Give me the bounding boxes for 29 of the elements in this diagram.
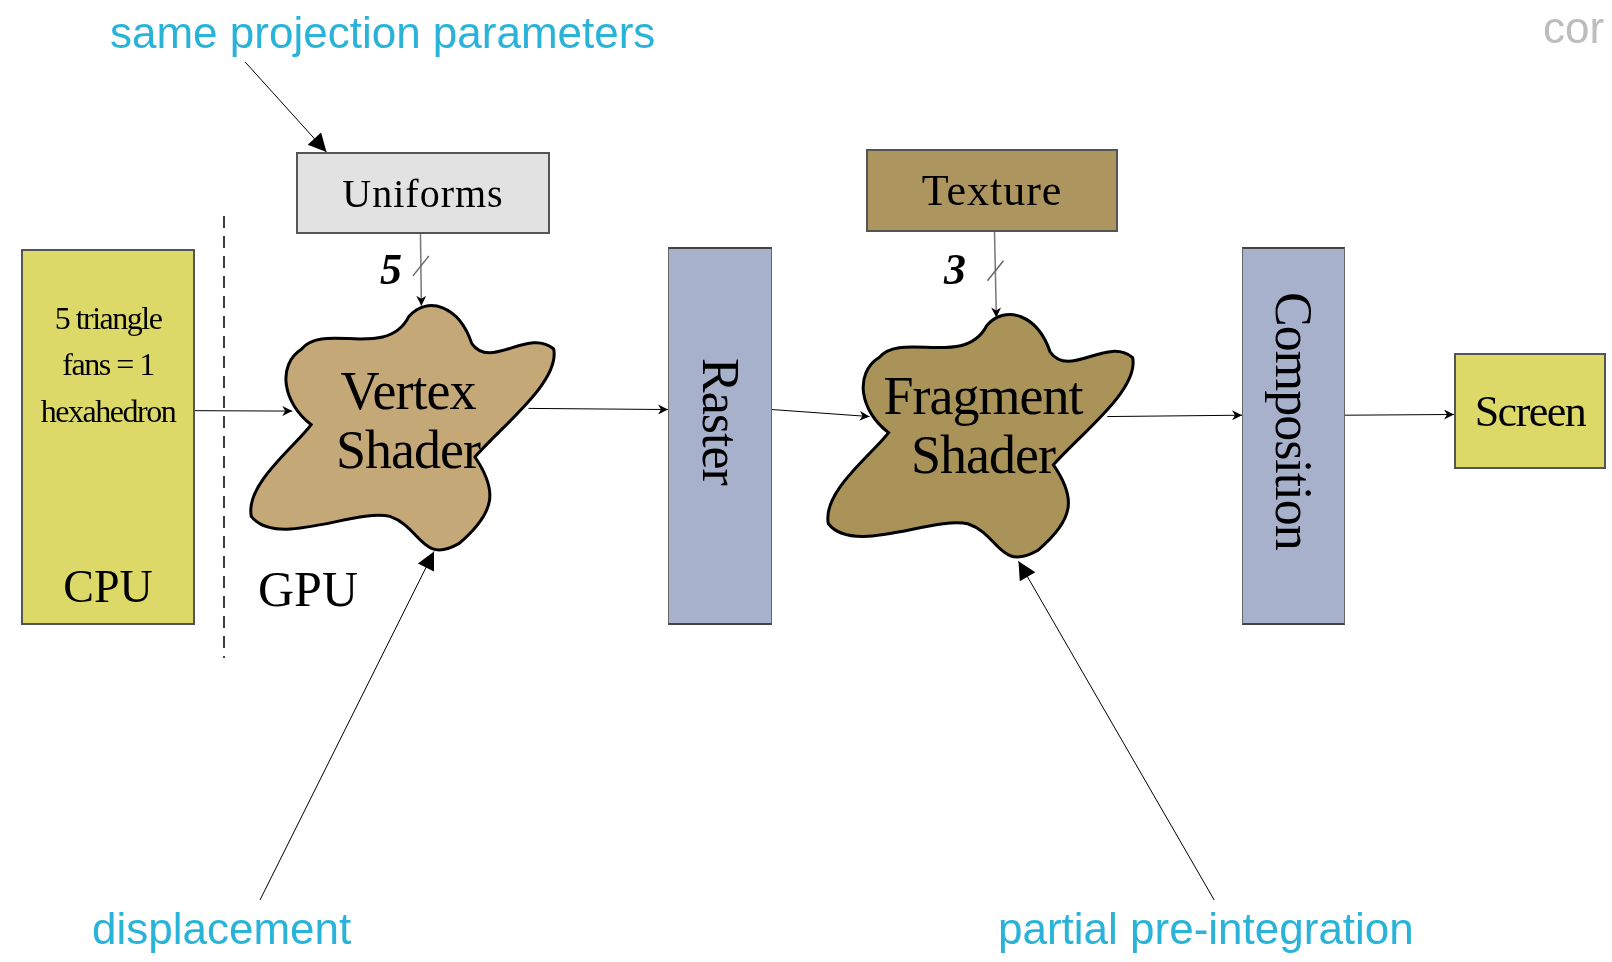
annotation-text: displacement: [92, 904, 352, 954]
arrow: [194, 406, 293, 417]
process-box: [866, 149, 1118, 232]
stage-bar: [668, 247, 772, 625]
leader-arrow: [244, 61, 327, 153]
arrow: [416, 233, 427, 307]
node-text: Fragment Shader: [882, 367, 1085, 486]
arrow: [528, 404, 669, 415]
cpu-box: [21, 249, 195, 625]
node-text: Composition: [1264, 292, 1323, 550]
annotation-text: same projection parameters: [110, 8, 656, 58]
node-text: 5 triangle fans = 1 hexahedron: [39, 299, 177, 431]
leader-arrow: [1018, 560, 1215, 901]
leader-arrow: [259, 551, 435, 901]
region-label: GPU: [258, 564, 359, 614]
arrow: [1106, 410, 1243, 421]
node-text: Screen: [1474, 385, 1586, 437]
node-text: Vertex Shader: [335, 362, 482, 481]
arrow: [1344, 409, 1455, 420]
annotation-text: partial pre-integration: [998, 904, 1414, 954]
arrow: [771, 409, 871, 421]
process-box: [1454, 353, 1606, 469]
node-text: Uniforms: [342, 169, 504, 217]
process-box: [296, 152, 550, 234]
node-text: Raster: [690, 357, 750, 485]
cut-off-text: cor: [1543, 6, 1605, 50]
node-heading: CPU: [63, 560, 153, 613]
stage-bar: [1242, 247, 1345, 625]
node-text: Texture: [921, 165, 1063, 216]
